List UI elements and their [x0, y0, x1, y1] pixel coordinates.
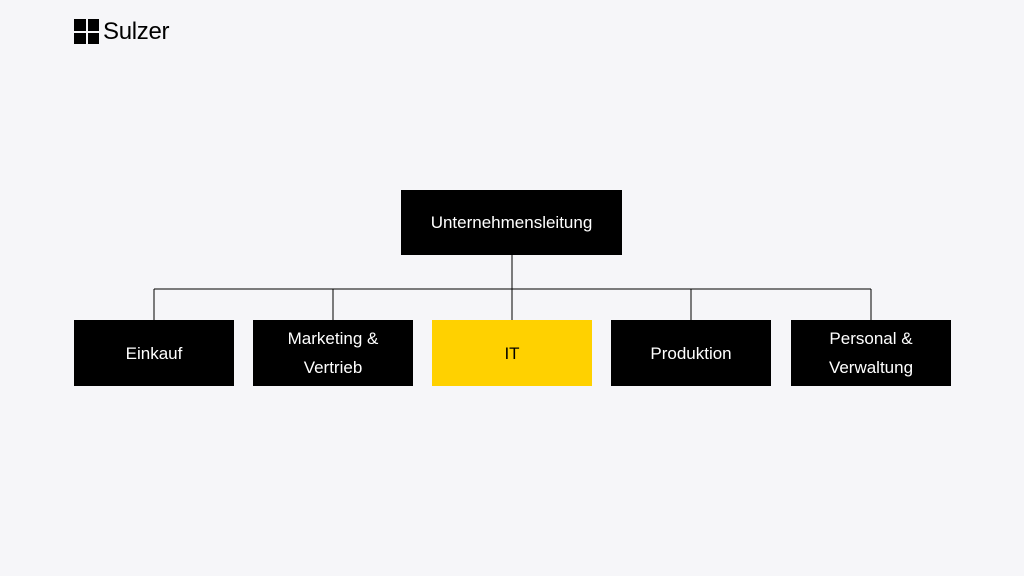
org-node-unternehmensleitung: Unternehmensleitung [401, 190, 622, 255]
four-squares-logo-icon [74, 19, 99, 44]
sulzer-logo: Sulzer [74, 17, 170, 45]
org-node-produktion: Produktion [611, 320, 771, 386]
brand-name: Sulzer [103, 17, 170, 45]
org-node-marketing-vertrieb: Marketing & Vertrieb [253, 320, 413, 386]
org-node-it: IT [432, 320, 592, 386]
org-node-einkauf: Einkauf [74, 320, 234, 386]
org-node-personal-verwaltung: Personal & Verwaltung [791, 320, 951, 386]
